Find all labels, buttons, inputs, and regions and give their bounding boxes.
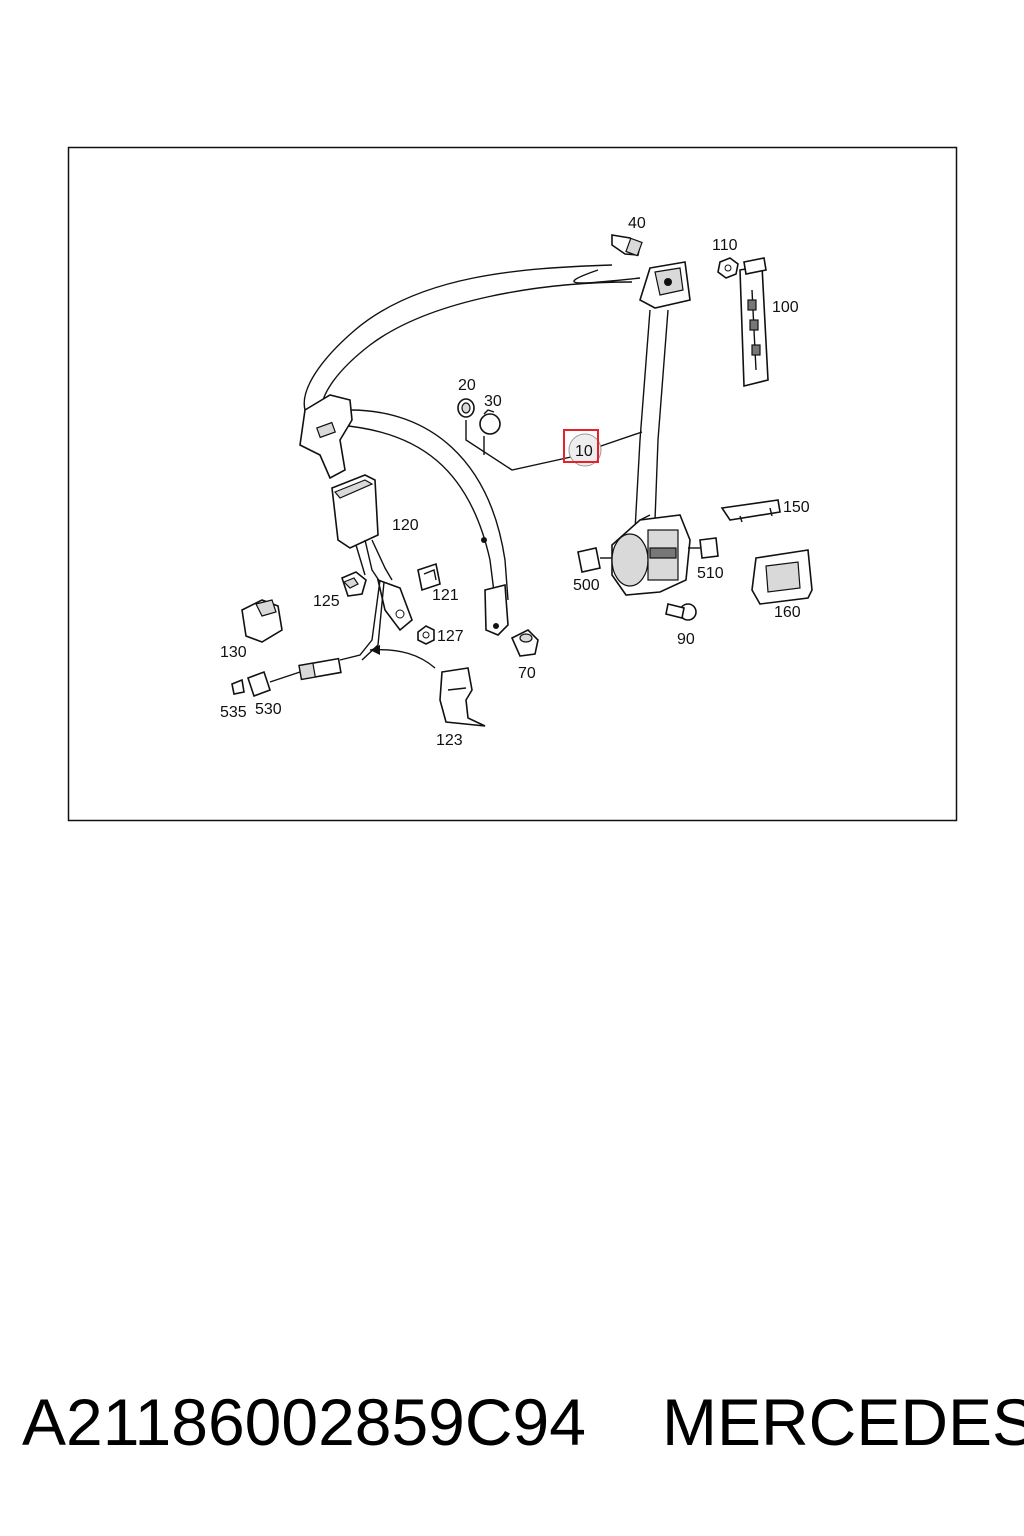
callout-20: 20 (458, 377, 476, 394)
nut-part-110 (717, 257, 739, 279)
callout-30: 30 (484, 393, 502, 410)
bolt-part-40 (611, 234, 643, 257)
callout-150: 150 (783, 499, 810, 516)
routing-arrow-head (370, 645, 380, 655)
bolt-part-70 (510, 629, 539, 657)
callout-125: 125 (313, 593, 340, 610)
sensor-part-510 (688, 537, 719, 559)
callout-10-circle (568, 433, 602, 467)
upper-belt-guide (639, 261, 691, 309)
callout-160: 160 (774, 604, 801, 621)
retractor-part-10 (611, 514, 691, 596)
cover-panel-part-160 (751, 549, 813, 605)
clip-part-121 (417, 562, 441, 592)
sensor-part-500 (577, 547, 612, 573)
callout-530: 530 (255, 701, 282, 718)
bracket-part-150 (720, 499, 781, 523)
callout-510: 510 (697, 565, 724, 582)
callout-500: 500 (573, 577, 600, 594)
callout-40: 40 (628, 215, 646, 232)
pin-part-535 (231, 678, 245, 695)
footer: A21186002859C94 MERCEDES (0, 1384, 1024, 1464)
connector-part-530 (246, 670, 301, 698)
bolt-part-90 (665, 603, 697, 621)
buckle-part-120 (298, 474, 413, 681)
grommet-part-20 (457, 398, 475, 418)
nut-part-127 (417, 625, 435, 645)
diagram-frame (67, 146, 958, 822)
cover-part-130 (241, 599, 283, 643)
callout-10: 10 (575, 443, 593, 460)
bracket-part-123 (439, 667, 486, 727)
callout-110: 110 (712, 237, 738, 254)
callout-100: 100 (772, 299, 799, 316)
part-number: A21186002859C94 (22, 1385, 586, 1459)
height-adjuster-rail-part-100 (739, 257, 769, 388)
floor-anchor-plate (481, 537, 509, 636)
belt-webbing (303, 264, 669, 601)
brand-name: MERCEDES (662, 1385, 1024, 1459)
callout-121: 121 (432, 587, 459, 604)
callout-120: 120 (392, 517, 419, 534)
screw-part-125 (341, 571, 367, 597)
callout-535: 535 (220, 704, 247, 721)
callout-70: 70 (518, 665, 536, 682)
callout-123: 123 (436, 732, 463, 749)
callout-127: 127 (437, 628, 464, 645)
callout-90: 90 (677, 631, 695, 648)
belt-tongue (299, 394, 353, 480)
callout-10-highlight[interactable] (563, 429, 599, 463)
leader-lines-10 (465, 420, 643, 471)
callout-130: 130 (220, 644, 247, 661)
clip-part-30 (479, 409, 501, 435)
